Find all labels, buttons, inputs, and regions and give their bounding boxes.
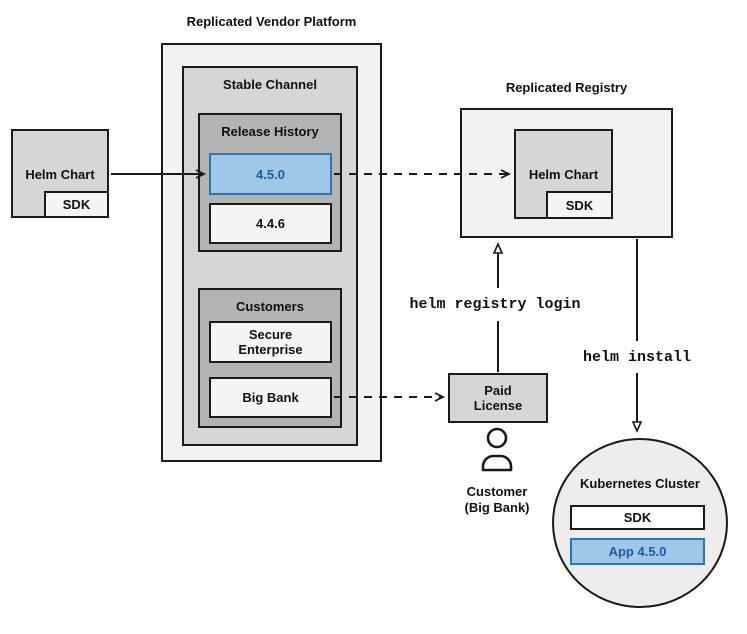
customer-secure-enterprise-box: Secure Enterprise <box>209 321 332 363</box>
kubernetes-app-box: App 4.5.0 <box>570 538 705 565</box>
helm-chart-source-label: Helm Chart <box>25 167 95 182</box>
vendor-platform-title: Replicated Vendor Platform <box>186 14 357 29</box>
helm-registry-login-command: helm registry login <box>409 296 581 313</box>
registry-sdk-label: SDK <box>565 197 594 213</box>
release-4-4-6-box: 4.4.6 <box>209 203 332 244</box>
helm-chart-source-sdk-box: SDK <box>44 191 109 218</box>
paid-license-label: Paid License <box>473 383 523 413</box>
paid-license-box: Paid License <box>448 373 548 423</box>
registry-title: Replicated Registry <box>505 80 628 95</box>
person-icon <box>481 427 513 472</box>
release-history-label: Release History <box>221 124 319 139</box>
customer-big-bank-box: Big Bank <box>209 377 332 418</box>
kubernetes-cluster-title: Kubernetes Cluster <box>580 476 700 491</box>
helm-chart-source-sdk-label: SDK <box>62 197 91 212</box>
kubernetes-app-label: App 4.5.0 <box>608 544 667 559</box>
kubernetes-sdk-label: SDK <box>623 510 652 525</box>
release-4-5-0-box: 4.5.0 <box>209 153 332 195</box>
stable-channel-label: Stable Channel <box>223 77 317 92</box>
release-4-4-6-label: 4.4.6 <box>256 216 285 231</box>
release-4-5-0-label: 4.5.0 <box>256 166 285 182</box>
customer-caption: Customer (Big Bank) <box>447 484 547 517</box>
registry-helm-chart-label: Helm Chart <box>528 167 599 182</box>
customer-caption-text: Customer (Big Bank) <box>464 484 530 516</box>
registry-sdk-box: SDK <box>546 191 613 219</box>
customer-big-bank-label: Big Bank <box>242 390 299 405</box>
helm-install-command: helm install <box>582 349 692 366</box>
customers-label: Customers <box>236 299 304 314</box>
kubernetes-sdk-box: SDK <box>570 505 705 530</box>
customer-secure-enterprise-label: Secure Enterprise <box>238 327 303 357</box>
